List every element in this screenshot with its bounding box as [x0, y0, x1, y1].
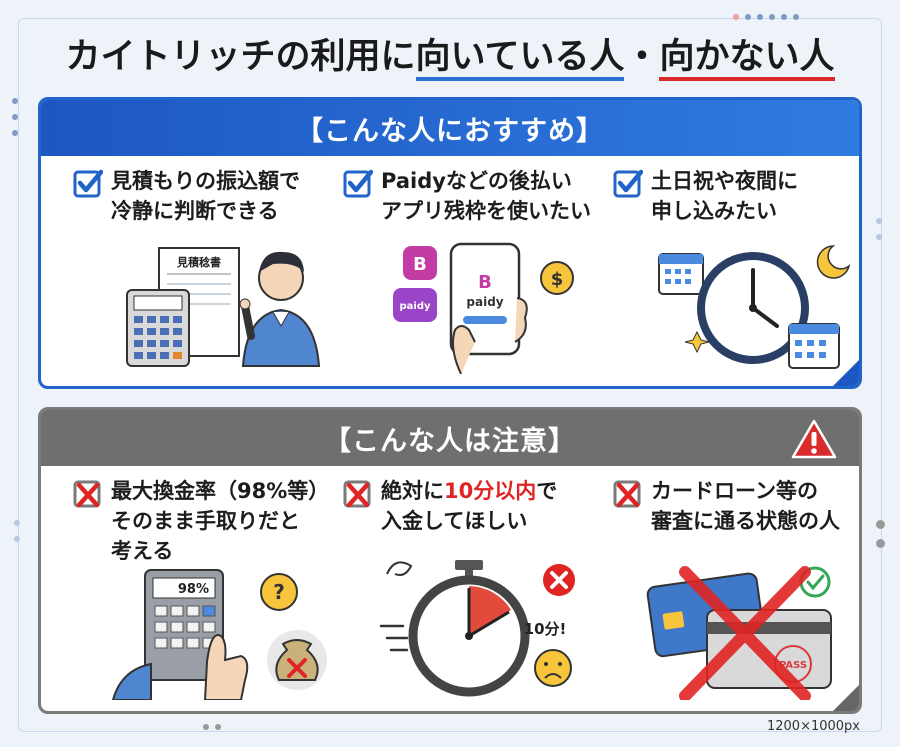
item-text-line2: そのまま手取りだと — [111, 509, 300, 533]
man-icon — [239, 251, 321, 367]
clock-illustration — [658, 245, 851, 369]
item-text-line1: 最大換金率（98%等） — [111, 479, 330, 503]
warning-icon — [791, 419, 837, 459]
question-bubble-icon — [260, 573, 298, 611]
calculator-icon: 98% — [144, 569, 224, 681]
svg-text:?: ? — [273, 580, 285, 604]
paidy-app-label: paidy — [466, 295, 503, 309]
checked-checkbox-icon — [343, 169, 373, 198]
caution-item-speed: 絶対に10分以内で入金してほしい — [343, 476, 608, 536]
estimate-illustration: 見積稔書 — [126, 247, 321, 367]
caution-panel: 【こんな人は注意】 最大換金率（98%等）そのまま手取りだと考える 絶対に10分… — [38, 407, 862, 714]
recommended-header: 【こんな人におすすめ】 — [41, 100, 859, 156]
calculator-illustration: 98% ? — [111, 569, 327, 700]
svg-text:PASS: PASS — [779, 660, 807, 671]
item-text-line1: 土日祝や夜間に — [651, 169, 798, 193]
squiggle-icon — [386, 561, 413, 576]
stopwatch-illustration: 10分! — [379, 560, 575, 697]
item-text-line2: 入金してほしい — [381, 509, 528, 533]
title-separator: ・ — [624, 37, 660, 77]
moon-icon — [816, 245, 851, 279]
title-unsuitable: 向かない人 — [659, 37, 835, 81]
title-suitable: 向いている人 — [415, 37, 625, 81]
sparkle-icon — [684, 330, 710, 354]
decor-dots-left-lower — [14, 520, 20, 542]
paidy-app-icon — [403, 246, 437, 280]
paidy-illustration: B paidy B paidy $ — [393, 242, 574, 374]
recommended-item-estimate: 見積もりの振込額で冷静に判断できる — [73, 166, 338, 226]
calculator-icon — [126, 289, 190, 367]
caution-item-loan: カードローン等の審査に通る状態の人 — [613, 476, 859, 536]
calculator-display: 98% — [178, 582, 209, 597]
cross-mark-icon — [679, 566, 811, 700]
svg-text:$: $ — [551, 269, 564, 290]
svg-text:paidy: paidy — [399, 301, 430, 312]
decor-dots-right-lower — [876, 520, 885, 548]
item-text-line1b: 10分以内 — [444, 479, 537, 503]
caution-header: 【こんな人は注意】 — [41, 410, 859, 466]
item-text-line3: 考える — [111, 539, 174, 563]
worried-face-icon — [534, 649, 572, 687]
x-checkbox-icon — [73, 480, 101, 508]
item-text-line2: アプリ残枠を使いたい — [381, 199, 591, 223]
item-text-line2: 審査に通る状態の人 — [651, 509, 840, 533]
item-text-line2: 申し込みたい — [651, 199, 777, 223]
cards-illustration: PASS — [646, 566, 832, 700]
decor-dots-bottom — [203, 724, 221, 730]
hand-left-icon — [111, 662, 152, 700]
recommended-item-paidy: Paidyなどの後払いアプリ残枠を使いたい — [343, 166, 608, 226]
corner-accent — [833, 360, 859, 386]
wall-clock-icon — [697, 252, 809, 364]
dollar-coin-icon — [540, 261, 574, 295]
page-title: カイトリッチの利用に向いている人・向かない人 — [0, 28, 900, 81]
x-checkbox-icon — [613, 480, 641, 508]
item-text-line1: 見積もりの振込額で — [111, 169, 300, 193]
item-text-line1a: 絶対に — [381, 479, 444, 503]
calendar-icon — [658, 253, 704, 295]
recommended-panel: 【こんな人におすすめ】 見積もりの振込額で冷静に判断できる Paidyなどの後払… — [38, 97, 862, 389]
paidy-app-icon-small — [393, 288, 437, 322]
caution-item-rate: 最大換金率（98%等） そのまま手取りだと考える — [73, 476, 338, 566]
hand-pointing-icon — [203, 634, 249, 700]
item-text-line2: 冷静に判断できる — [111, 199, 279, 223]
decor-dots-left — [12, 98, 18, 136]
timer-label: 10分! — [524, 620, 567, 638]
checked-checkbox-icon — [613, 169, 643, 198]
stopwatch-icon — [408, 560, 530, 697]
speed-lines-icon — [379, 624, 409, 652]
outer-frame — [18, 18, 882, 732]
recommended-item-weekend: 土日祝や夜間に申し込みたい — [613, 166, 859, 226]
x-checkbox-icon — [343, 480, 371, 508]
corner-accent — [833, 685, 859, 711]
svg-text:B: B — [478, 272, 492, 293]
calendar-icon-large — [788, 323, 840, 369]
decor-dots-top — [733, 14, 799, 20]
decor-dots-right — [876, 218, 882, 240]
checked-checkbox-icon — [73, 169, 103, 198]
image-size-label: 1200×1000px — [766, 719, 860, 734]
item-text-line1c: で — [536, 479, 558, 503]
svg-text:B: B — [413, 254, 427, 275]
money-bag-icon — [267, 630, 327, 690]
item-text-line1: カードローン等の — [651, 479, 818, 503]
estimate-document-label: 見積稔書 — [176, 255, 221, 269]
item-text-line1: Paidyなどの後払い — [381, 169, 572, 193]
smartphone-icon: B paidy — [449, 242, 521, 356]
title-prefix: カイトリッチの利用に — [65, 37, 416, 77]
